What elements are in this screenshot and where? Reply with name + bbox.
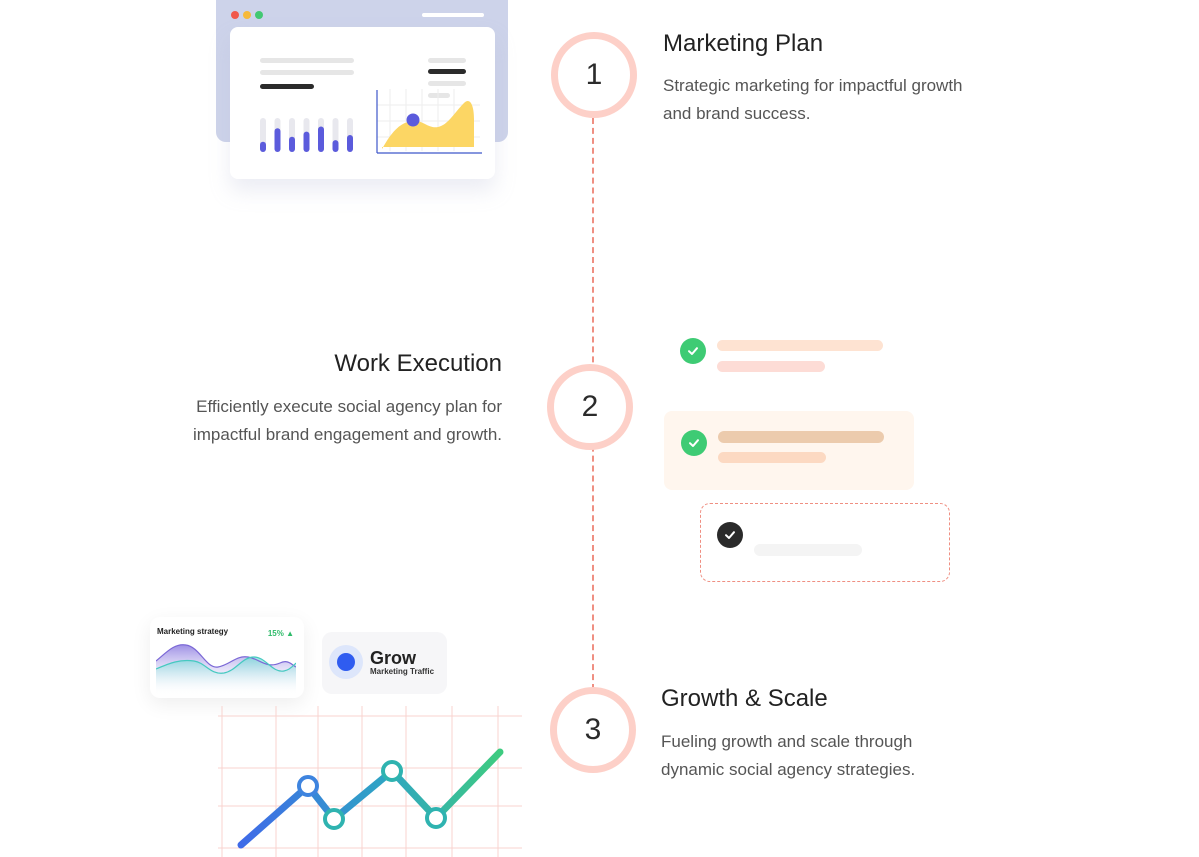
percent-value: 15% [267, 629, 284, 638]
check-icon [717, 522, 743, 548]
task-placeholder [718, 431, 884, 443]
step-3-title: Growth & Scale [661, 685, 828, 712]
line-node [323, 808, 345, 830]
task-placeholder [718, 452, 826, 463]
text-placeholder [428, 58, 466, 63]
step-1-circle: 1 [551, 32, 637, 118]
arrow-up-icon: ▲ [286, 629, 294, 638]
area-chart-icon [376, 89, 482, 154]
marketing-strategy-card: Marketing strategy 15% ▲ [150, 617, 304, 698]
text-placeholder [428, 93, 450, 98]
line-node [425, 807, 447, 829]
text-placeholder [428, 69, 466, 74]
task-card-pending [700, 503, 950, 582]
window-minimize-dot [243, 11, 251, 19]
check-icon [681, 430, 707, 456]
task-card-highlighted [664, 411, 914, 490]
bar-fill [303, 131, 310, 152]
grow-card: Grow Marketing Traffic [322, 632, 447, 694]
step-2-title: Work Execution [334, 350, 502, 377]
step-1-description: Strategic marketing for impactful growth… [663, 76, 963, 123]
bar-chart-icon [260, 118, 353, 152]
window-close-dot [231, 11, 239, 19]
task-placeholder [717, 340, 883, 351]
step-2-circle: 2 [547, 364, 633, 450]
step-3-circle: 3 [550, 687, 636, 773]
growth-line-chart [218, 706, 522, 857]
text-placeholder [428, 81, 466, 86]
target-dot-icon [329, 645, 363, 679]
bar-fill [347, 135, 353, 152]
line-node [381, 760, 403, 782]
text-placeholder [260, 58, 354, 63]
bar-fill [289, 136, 295, 152]
grow-title: Grow [370, 648, 417, 668]
wave-chart-icon [156, 644, 296, 695]
task-placeholder [717, 361, 825, 372]
marketing-strategy-label: Marketing strategy [157, 627, 229, 636]
marketing-strategy-percent: 15% ▲ [268, 629, 294, 638]
step-1-number: 1 [585, 58, 603, 91]
step-3-number: 3 [584, 713, 602, 746]
text-placeholder [260, 70, 354, 75]
step-3-description: Fueling growth and scale through dynamic… [661, 732, 916, 779]
window-address-bar [422, 13, 484, 17]
bar-fill [332, 140, 339, 152]
window-maximize-dot [255, 11, 263, 19]
bar-fill [260, 141, 266, 152]
text-placeholder [260, 84, 314, 89]
task-placeholder [754, 544, 862, 556]
bar-fill [274, 128, 281, 152]
step-2-description: Efficiently execute social agency plan f… [192, 397, 502, 444]
step-1-title: Marketing Plan [663, 30, 824, 57]
step-2-number: 2 [581, 390, 599, 423]
bar-fill [318, 126, 324, 152]
dashboard-card [230, 27, 495, 179]
check-icon [680, 338, 706, 364]
grow-subtitle: Marketing Traffic [370, 667, 435, 676]
line-node [297, 775, 319, 797]
